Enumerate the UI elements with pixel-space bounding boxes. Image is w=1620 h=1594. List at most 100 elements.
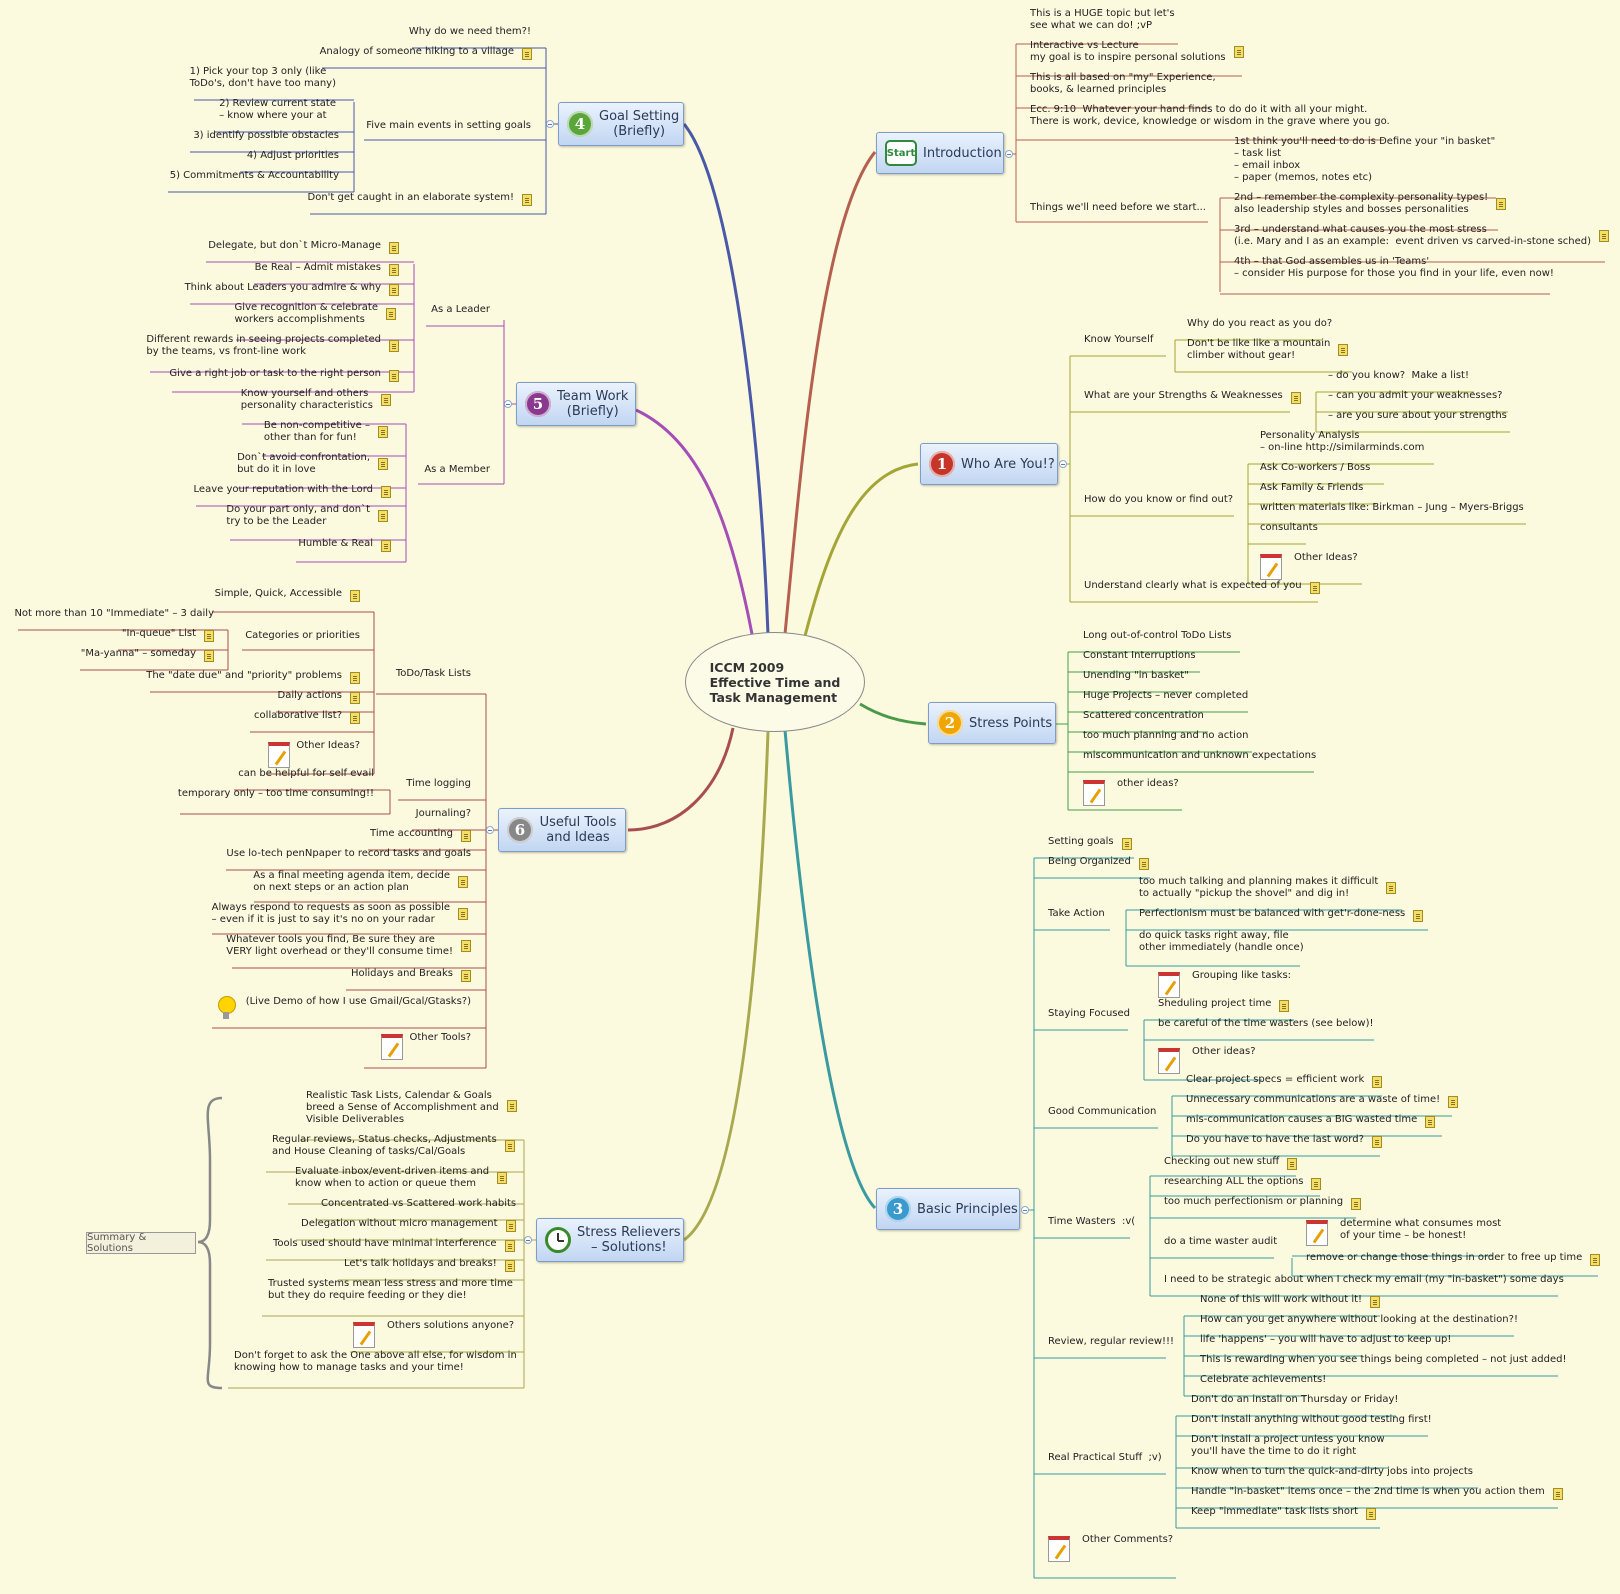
node-label[interactable]: Always respond to requests as soon as po… <box>211 902 450 925</box>
node-label[interactable]: Don't get caught in an elaborate system! <box>307 192 514 203</box>
note-icon[interactable] <box>1279 1000 1290 1012</box>
node-label[interactable]: Know Yourself <box>1084 334 1154 345</box>
node-label[interactable]: 2) Review current state – know where you… <box>219 98 336 121</box>
node-label[interactable]: Whatever tools you find, Be sure they ar… <box>226 934 453 957</box>
note-icon[interactable] <box>1366 1508 1376 1520</box>
node-label[interactable]: As a final meeting agenda item, decide o… <box>253 870 450 893</box>
note-icon[interactable] <box>381 486 391 498</box>
node-label[interactable]: remove or change those things in order t… <box>1306 1252 1583 1263</box>
node-label[interactable]: other ideas? <box>1117 778 1179 789</box>
node-label[interactable]: life 'happens' – you will have to adjust… <box>1200 1334 1452 1345</box>
node-label[interactable]: too much perfectionism or planning <box>1164 1196 1344 1207</box>
note-icon[interactable] <box>1121 838 1132 850</box>
node-label[interactable]: Don't forget to ask the One above all el… <box>234 1350 517 1373</box>
node-label[interactable]: As a Leader <box>431 304 490 315</box>
note-icon[interactable] <box>1138 858 1149 870</box>
node-label[interactable]: Staying Focused <box>1048 1008 1131 1019</box>
note-icon[interactable] <box>1290 392 1301 404</box>
node-label[interactable]: Unending "in basket" <box>1083 670 1189 681</box>
topic-stress-points[interactable]: 2 Stress Points <box>928 702 1056 744</box>
node-label[interactable]: How do you know or find out? <box>1084 494 1234 505</box>
note-icon[interactable] <box>1590 1254 1601 1266</box>
node-label[interactable]: Other ideas? <box>1192 1046 1256 1057</box>
note-icon[interactable] <box>350 712 360 724</box>
collapse-toggle[interactable] <box>1005 150 1013 158</box>
node-label[interactable]: Be non-competitive – other than for fun! <box>263 420 370 443</box>
note-icon[interactable] <box>389 370 399 382</box>
node-label[interactable]: Real Practical Stuff ;v) <box>1048 1452 1162 1463</box>
node-label[interactable]: be careful of the time wasters (see belo… <box>1158 1018 1374 1029</box>
node-label[interactable]: 2nd – remember the complexity personalit… <box>1234 192 1489 215</box>
topic-team-work[interactable]: 5 Team Work (Briefly) <box>516 382 636 426</box>
collapse-toggle[interactable] <box>504 400 512 408</box>
note-icon[interactable] <box>1372 1076 1383 1088</box>
topic-stress-relievers[interactable]: Stress Relievers – Solutions! <box>536 1218 684 1262</box>
notepad-icon[interactable] <box>268 742 291 768</box>
node-label[interactable]: Don't do an install on Thursday or Frida… <box>1191 1394 1399 1405</box>
node-label[interactable]: Know yourself and others personality cha… <box>240 388 373 411</box>
notepad-icon[interactable] <box>1158 1048 1180 1074</box>
node-label[interactable]: "In-queue" List <box>121 628 196 639</box>
node-label[interactable]: Understand clearly what is expected of y… <box>1084 580 1302 591</box>
node-label[interactable]: Good Communication <box>1048 1106 1157 1117</box>
note-icon[interactable] <box>1413 910 1424 922</box>
node-label[interactable]: What are your Strengths & Weaknesses <box>1084 390 1283 401</box>
collapse-toggle[interactable] <box>486 826 494 834</box>
node-label[interactable]: Grouping like tasks: <box>1192 970 1292 981</box>
node-label[interactable]: 5) Commitments & Accountability <box>169 170 339 181</box>
node-label[interactable]: – do you know? Make a list! <box>1328 370 1469 381</box>
node-label[interactable]: miscommunication and unknown expectation… <box>1083 750 1317 761</box>
node-label[interactable]: written materials like: Birkman – Jung –… <box>1260 502 1524 513</box>
node-label[interactable]: This is a HUGE topic but let's see what … <box>1030 8 1175 31</box>
node-label[interactable]: Categories or priorities <box>245 630 360 641</box>
note-icon[interactable] <box>204 630 214 642</box>
node-label[interactable]: Keep "immediate" task lists short <box>1191 1506 1359 1517</box>
node-label[interactable]: 4) Adjust priorities <box>246 150 339 161</box>
node-label[interactable]: How can you get anywhere without looking… <box>1200 1314 1518 1325</box>
node-label[interactable]: Daily actions <box>277 690 342 701</box>
topic-basic-principles[interactable]: 3 Basic Principles <box>876 1188 1020 1230</box>
node-label[interactable]: I need to be strategic about when I chec… <box>1164 1274 1564 1285</box>
note-icon[interactable] <box>504 1260 515 1272</box>
node-label[interactable]: Do you have to have the last word? <box>1186 1134 1364 1145</box>
note-icon[interactable] <box>1311 1178 1322 1190</box>
topic-who-are-you[interactable]: 1 Who Are You!? <box>920 443 1058 485</box>
node-label[interactable]: consultants <box>1260 522 1318 533</box>
node-label[interactable]: Be Real – Admit mistakes <box>254 262 381 273</box>
note-icon[interactable] <box>505 1220 516 1232</box>
node-label[interactable]: ToDo/Task Lists <box>395 668 471 679</box>
node-label[interactable]: mis-communication causes a BIG wasted ti… <box>1186 1114 1418 1125</box>
note-icon[interactable] <box>381 394 391 406</box>
note-icon[interactable] <box>497 1172 508 1184</box>
note-icon[interactable] <box>389 242 399 254</box>
note-icon[interactable] <box>1448 1096 1459 1108</box>
node-label[interactable]: 1st think you'll need to do is Define yo… <box>1234 136 1496 183</box>
node-label[interactable]: determine what consumes most of your tim… <box>1340 1218 1502 1241</box>
note-icon[interactable] <box>504 1240 515 1252</box>
note-icon[interactable] <box>1371 1136 1382 1148</box>
note-icon[interactable] <box>386 308 396 320</box>
node-label[interactable]: Holidays and Breaks <box>350 968 453 979</box>
node-label[interactable]: Ask Co-workers / Boss <box>1260 462 1371 473</box>
node-label[interactable]: collaborative list? <box>254 710 342 721</box>
node-label[interactable]: Personality Analysis – on-line http://si… <box>1260 430 1425 453</box>
node-label[interactable]: Huge Projects – never completed <box>1083 690 1249 701</box>
note-icon[interactable] <box>522 48 532 60</box>
node-label[interactable]: Others solutions anyone? <box>387 1320 515 1331</box>
note-icon[interactable] <box>389 264 399 276</box>
collapse-toggle[interactable] <box>1021 1206 1029 1214</box>
collapse-toggle[interactable] <box>1059 460 1067 468</box>
node-label[interactable]: Concentrated vs Scattered work habits <box>321 1198 517 1209</box>
node-label[interactable]: Not more than 10 "Immediate" – 3 daily <box>14 608 214 619</box>
note-icon[interactable] <box>1309 582 1320 594</box>
note-icon[interactable] <box>1233 46 1244 58</box>
note-icon[interactable] <box>389 284 399 296</box>
note-icon[interactable] <box>204 650 214 662</box>
notepad-icon[interactable] <box>1083 780 1105 806</box>
note-icon[interactable] <box>461 940 471 952</box>
node-label[interactable]: Other Ideas? <box>296 740 360 751</box>
note-icon[interactable] <box>1386 882 1397 894</box>
note-icon[interactable] <box>378 510 388 522</box>
note-icon[interactable] <box>522 194 532 206</box>
node-label[interactable]: Why do you react as you do? <box>1187 318 1333 329</box>
